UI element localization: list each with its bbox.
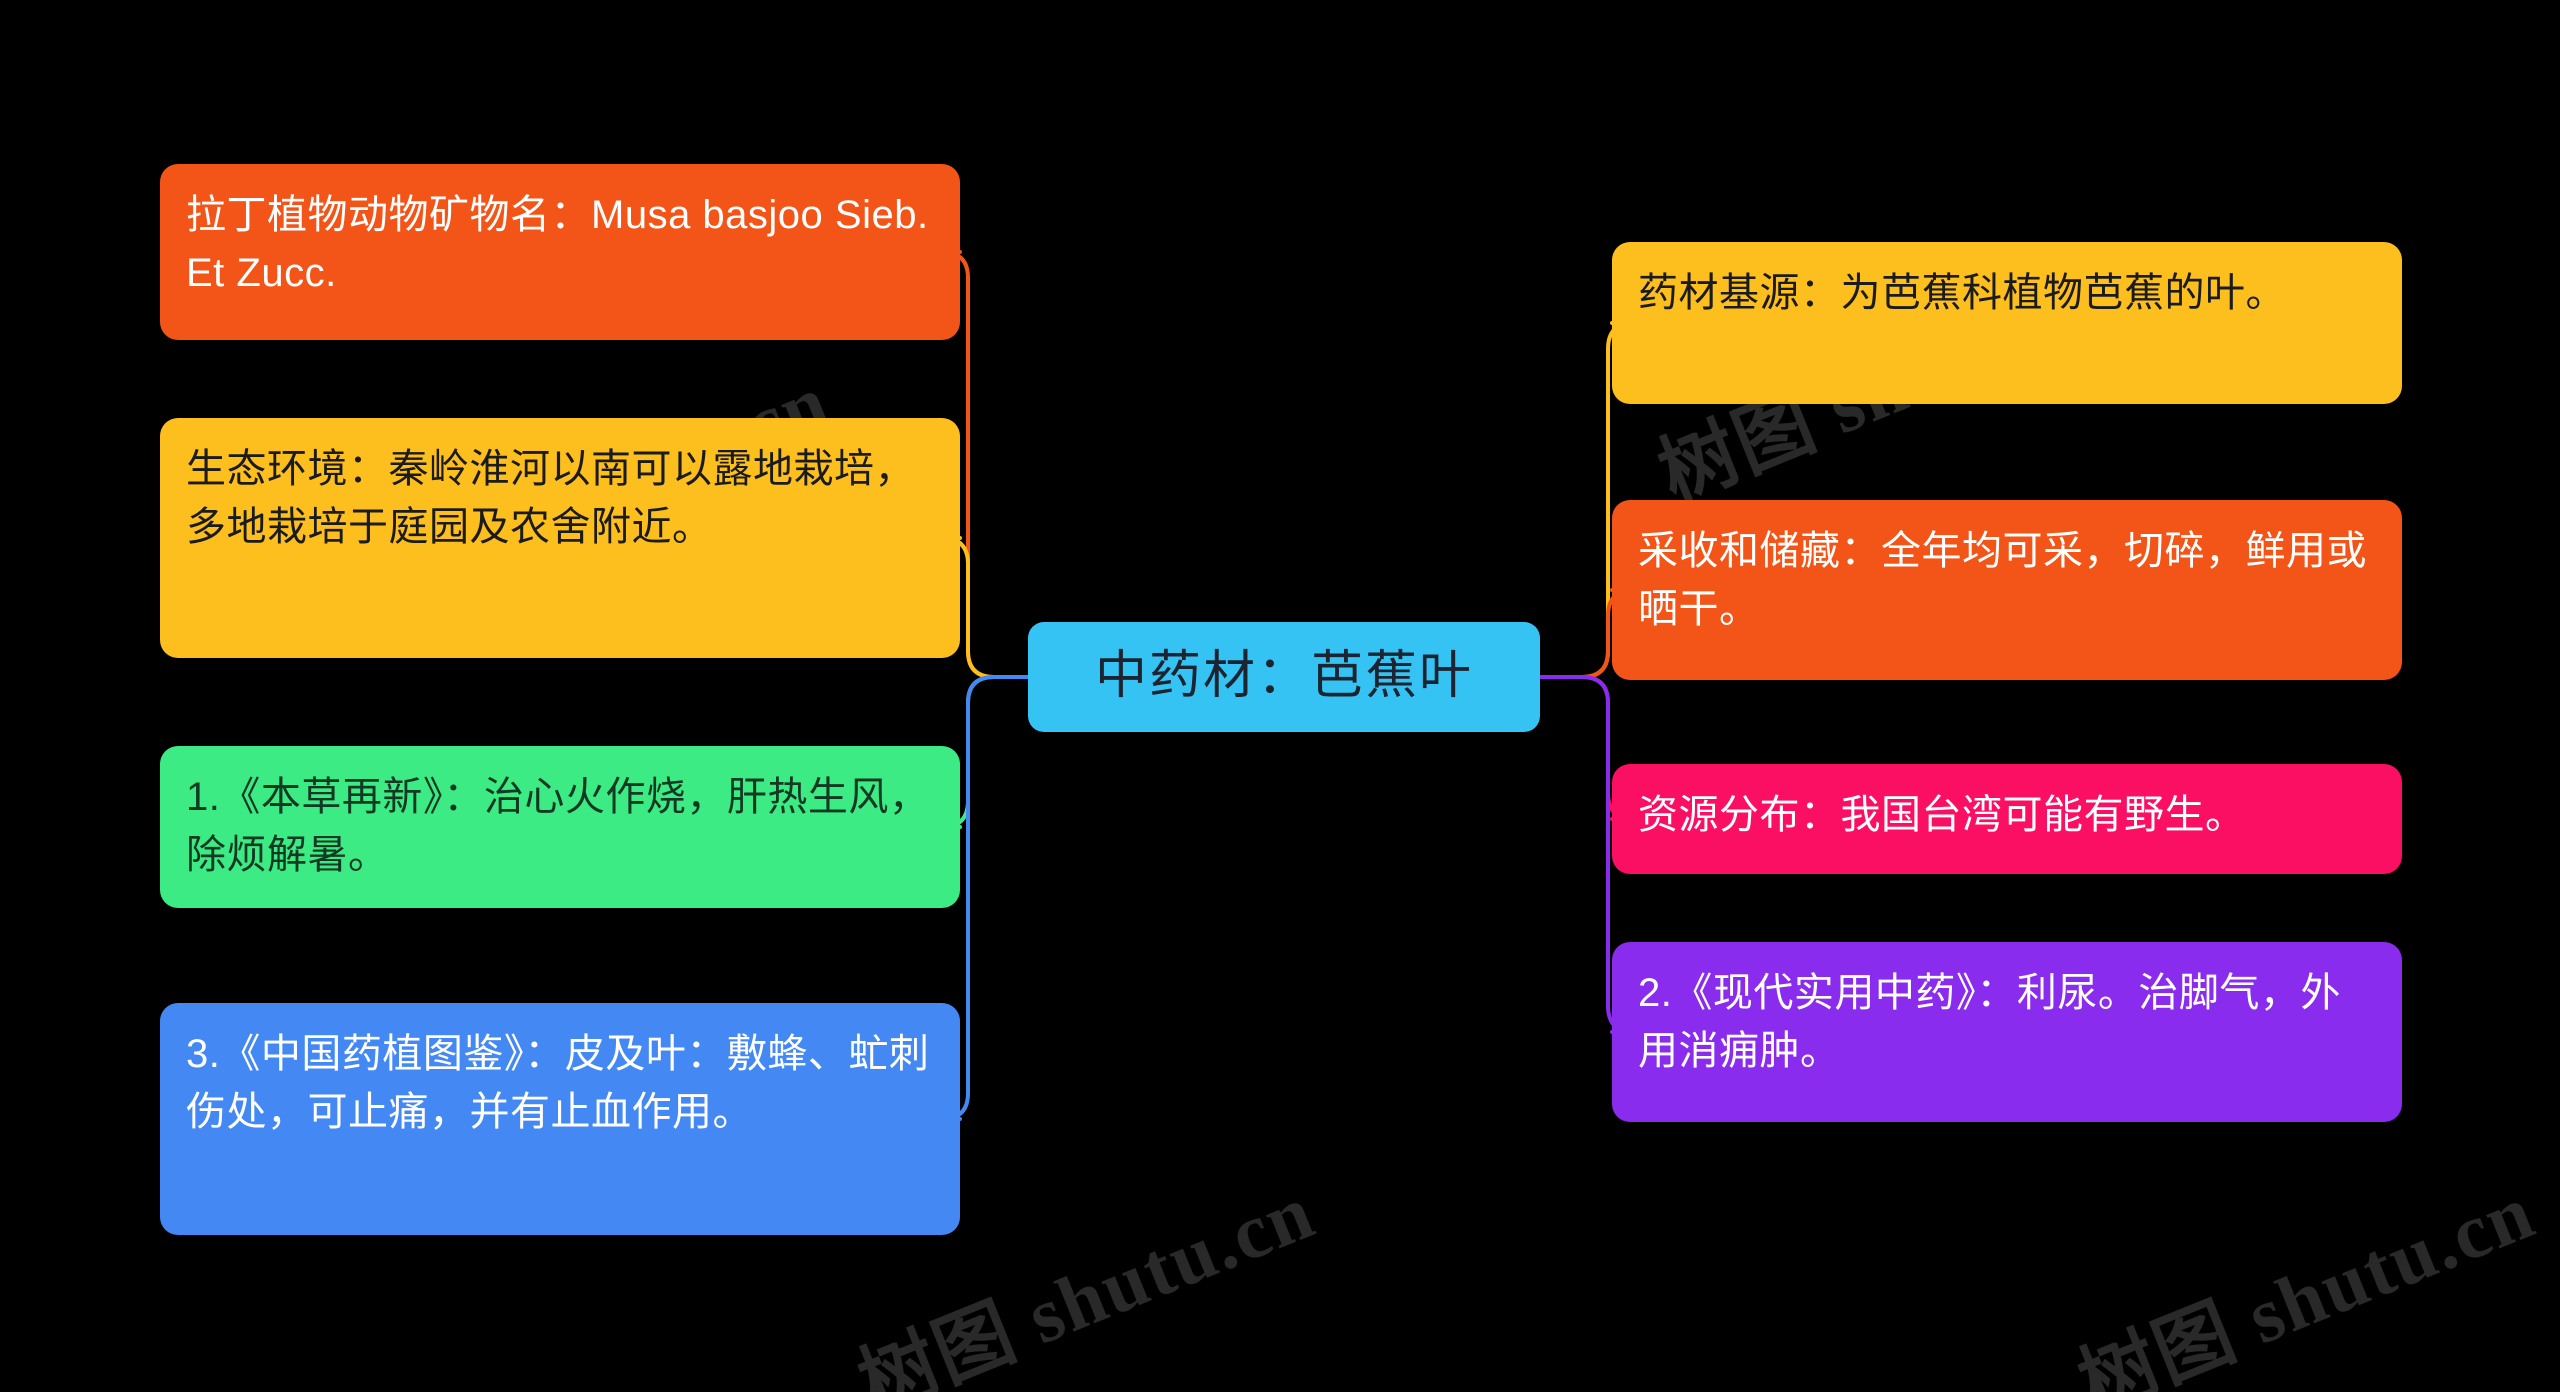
branch-node-quote-modern-label: 2.《现代实用中药》：利尿。治脚气，外用消痈肿。 <box>1638 971 2341 1073</box>
branch-node-distribution-label: 资源分布：我国台湾可能有野生。 <box>1638 793 2246 837</box>
branch-node-ecology[interactable]: 生态环境：秦岭淮河以南可以露地栽培，多地栽培于庭园及农舍附近。 <box>160 418 960 658</box>
branch-node-harvest-label: 采收和储藏：全年均可采，切碎，鲜用或晒干。 <box>1638 529 2367 631</box>
branch-node-source-label: 药材基源：为芭蕉科植物芭蕉的叶。 <box>1638 271 2286 315</box>
branch-node-latin-name-label: 拉丁植物动物矿物名：Musa basjoo Sieb. Et Zucc. <box>186 193 929 295</box>
branch-node-harvest[interactable]: 采收和储藏：全年均可采，切碎，鲜用或晒干。 <box>1612 500 2402 680</box>
branch-node-latin-name[interactable]: 拉丁植物动物矿物名：Musa basjoo Sieb. Et Zucc. <box>160 164 960 340</box>
branch-node-source[interactable]: 药材基源：为芭蕉科植物芭蕉的叶。 <box>1612 242 2402 404</box>
branch-node-quote-bencao[interactable]: 1.《本草再新》：治心火作烧，肝热生风，除烦解暑。 <box>160 746 960 908</box>
root-node[interactable]: 中药材：芭蕉叶 <box>1028 622 1540 732</box>
branch-node-quote-modern[interactable]: 2.《现代实用中药》：利尿。治脚气，外用消痈肿。 <box>1612 942 2402 1122</box>
branch-node-quote-bencao-label: 1.《本草再新》：治心火作烧，肝热生风，除烦解暑。 <box>186 775 930 877</box>
watermark: 树图 shutu.cn <box>2067 1167 2547 1392</box>
root-node-label: 中药材：芭蕉叶 <box>1094 647 1473 706</box>
branch-node-ecology-label: 生态环境：秦岭淮河以南可以露地栽培，多地栽培于庭园及农舍附近。 <box>186 447 915 549</box>
branch-node-distribution[interactable]: 资源分布：我国台湾可能有野生。 <box>1612 764 2402 874</box>
branch-node-quote-tujian[interactable]: 3.《中国药植图鉴》：皮及叶：敷蜂、虻刺伤处，可止痛，并有止血作用。 <box>160 1003 960 1235</box>
branch-node-quote-tujian-label: 3.《中国药植图鉴》：皮及叶：敷蜂、虻刺伤处，可止痛，并有止血作用。 <box>186 1032 930 1134</box>
